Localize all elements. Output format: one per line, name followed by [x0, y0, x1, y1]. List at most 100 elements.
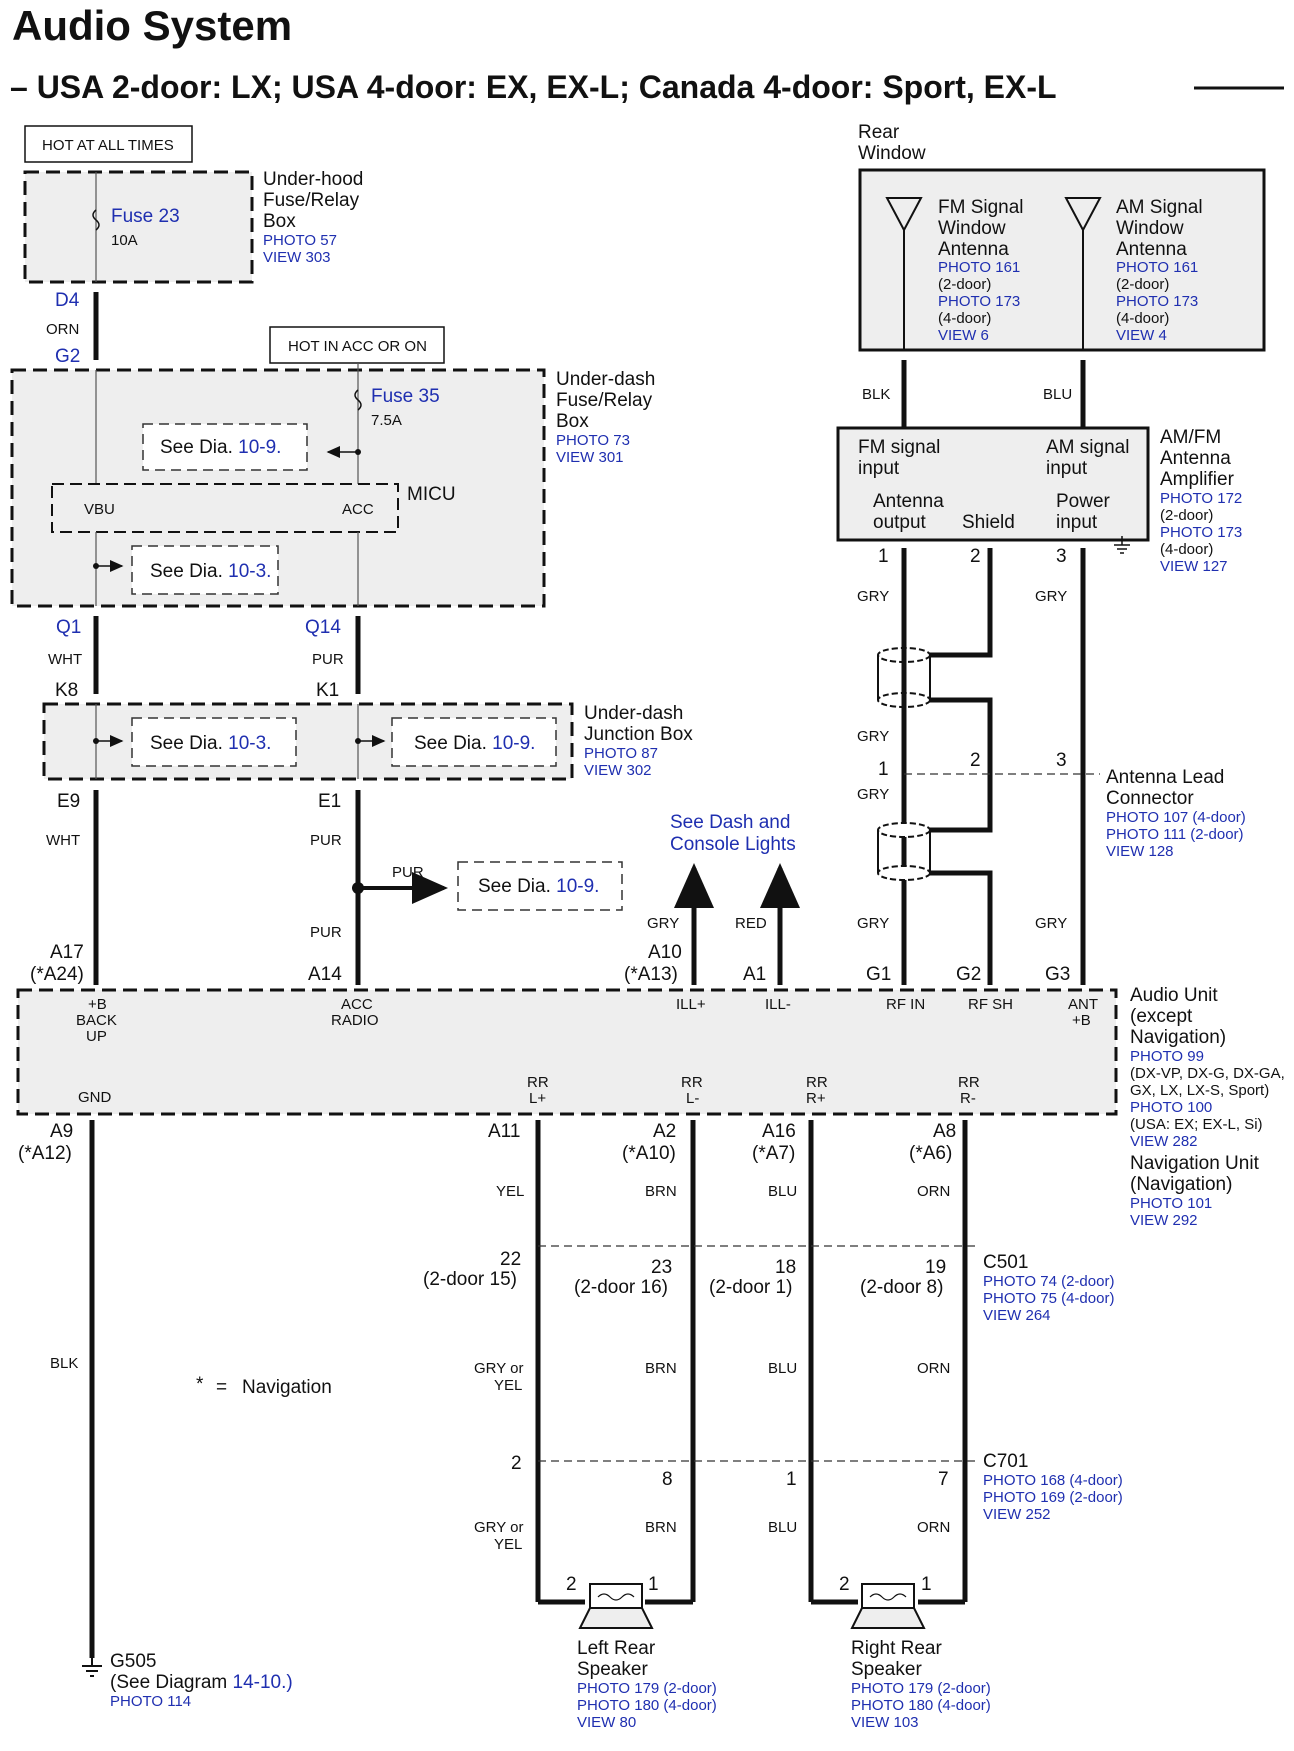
- junction-view[interactable]: VIEW 302: [584, 762, 652, 779]
- pin-al-1: 1: [878, 759, 889, 780]
- am-antenna-name-2: Window: [1116, 218, 1184, 239]
- wire-label-orn-3: ORN: [917, 1519, 950, 1536]
- amp-am-in-1: AM signal: [1046, 437, 1129, 458]
- pin-a9: A9: [50, 1121, 73, 1142]
- wire-label-gry-c: GRY: [857, 915, 889, 932]
- pin-right-speaker-2: 2: [839, 1574, 850, 1595]
- underdash-view[interactable]: VIEW 301: [556, 449, 624, 466]
- right-speaker-ref-1[interactable]: PHOTO 179 (2-door): [851, 1680, 991, 1697]
- antenna-lead-name-2: Connector: [1106, 788, 1194, 809]
- underdash-see-10-9-link[interactable]: 10-9.: [238, 437, 281, 458]
- pin-right-speaker-1: 1: [921, 1574, 932, 1595]
- shield-wire-1: [930, 548, 993, 658]
- right-speaker-name-1: Right Rear: [851, 1638, 942, 1659]
- nav-unit-photo[interactable]: PHOTO 101: [1130, 1195, 1212, 1212]
- underdash-see-10-3-link[interactable]: 10-3.: [228, 561, 271, 582]
- audio-unit-name-3: Navigation): [1130, 1027, 1226, 1048]
- right-speaker-ref-3[interactable]: VIEW 103: [851, 1714, 919, 1731]
- legend-eq: =: [216, 1377, 227, 1398]
- legend-star: *: [196, 1374, 204, 1395]
- term-ant-1: ANT: [1068, 996, 1098, 1013]
- jb-see-10-9-link[interactable]: 10-9.: [492, 733, 535, 754]
- wire-label-gry-ill: GRY: [647, 915, 679, 932]
- dash-lights-link-2[interactable]: Console Lights: [670, 834, 796, 855]
- fuse23-label[interactable]: Fuse 23: [111, 206, 180, 227]
- amp-name-2: Antenna: [1160, 448, 1231, 469]
- wire-label-gry-b: GRY: [857, 786, 889, 803]
- term-rrlp-1: RR: [527, 1074, 549, 1091]
- underhood-view[interactable]: VIEW 303: [263, 249, 331, 266]
- right-speaker-ref-2[interactable]: PHOTO 180 (4-door): [851, 1697, 991, 1714]
- left-speaker-ref-2[interactable]: PHOTO 180 (4-door): [577, 1697, 717, 1714]
- c701-ref-3[interactable]: VIEW 252: [983, 1506, 1051, 1523]
- pin-a24: (*A24): [30, 964, 84, 985]
- pin-g2: G2: [55, 346, 80, 367]
- amp-am-in-2: input: [1046, 458, 1088, 479]
- fm-antenna-name-3: Antenna: [938, 239, 1009, 260]
- c501-ref-3[interactable]: VIEW 264: [983, 1307, 1051, 1324]
- mid-see-10-9-link[interactable]: 10-9.: [556, 876, 599, 897]
- right-speaker-name-2: Speaker: [851, 1659, 922, 1680]
- fm-view[interactable]: VIEW 6: [938, 327, 989, 344]
- fm-photo-161[interactable]: PHOTO 161: [938, 259, 1020, 276]
- amp-name-1: AM/FM: [1160, 427, 1221, 448]
- pin-e1: E1: [318, 791, 341, 812]
- fuse35-rating: 7.5A: [371, 412, 402, 429]
- amp-ant-out-2: output: [873, 512, 927, 533]
- wire-label-wht-1: WHT: [48, 651, 82, 668]
- am-antenna-icon: [1064, 197, 1102, 350]
- amp-view[interactable]: VIEW 127: [1160, 558, 1228, 575]
- dash-lights-link-1[interactable]: See Dash and: [670, 812, 790, 833]
- audio-unit-photo-99[interactable]: PHOTO 99: [1130, 1048, 1204, 1065]
- nav-unit-view[interactable]: VIEW 292: [1130, 1212, 1198, 1229]
- hot-in-acc-box: [269, 326, 445, 364]
- wire-label-gryyel-1a: GRY or: [474, 1360, 523, 1377]
- fuse35-label[interactable]: Fuse 35: [371, 386, 440, 407]
- amp-photo-172[interactable]: PHOTO 172: [1160, 490, 1242, 507]
- pin-a14: A14: [308, 964, 342, 985]
- term-rrln-1: RR: [681, 1074, 703, 1091]
- fuse23-rating: 10A: [111, 232, 138, 249]
- pin-e9: E9: [57, 791, 80, 812]
- junction-name-2: Junction Box: [584, 724, 693, 745]
- c701-ref-1[interactable]: PHOTO 168 (4-door): [983, 1472, 1123, 1489]
- wire-label-orn-1: ORN: [917, 1183, 950, 1200]
- am-photo-161[interactable]: PHOTO 161: [1116, 259, 1198, 276]
- ground-see-link[interactable]: 14-10.): [233, 1672, 293, 1693]
- amp-photo-173[interactable]: PHOTO 173: [1160, 524, 1242, 541]
- wire-label-gryyel-2b: YEL: [494, 1536, 522, 1553]
- left-speaker-ref-1[interactable]: PHOTO 179 (2-door): [577, 1680, 717, 1697]
- junction-photo[interactable]: PHOTO 87: [584, 745, 658, 762]
- page-title: Audio System: [12, 2, 292, 49]
- pin-a8: A8: [933, 1121, 956, 1142]
- antenna-lead-ref-1[interactable]: PHOTO 107 (4-door): [1106, 809, 1246, 826]
- left-speaker-ref-3[interactable]: VIEW 80: [577, 1714, 636, 1731]
- ground-photo[interactable]: PHOTO 114: [110, 1693, 191, 1710]
- c501-ref-1[interactable]: PHOTO 74 (2-door): [983, 1273, 1114, 1290]
- ground-see-diagram: (See Diagram 14-10.): [110, 1672, 293, 1693]
- jb-see-10-3-link[interactable]: 10-3.: [228, 733, 271, 754]
- pin-c501-22-2door: (2-door 15): [423, 1269, 517, 1290]
- audio-unit-view[interactable]: VIEW 282: [1130, 1133, 1198, 1150]
- c501-ref-2[interactable]: PHOTO 75 (4-door): [983, 1290, 1114, 1307]
- fm-photo-173[interactable]: PHOTO 173: [938, 293, 1020, 310]
- pin-k1: K1: [316, 680, 339, 701]
- c701-name: C701: [983, 1451, 1028, 1472]
- underdash-photo[interactable]: PHOTO 73: [556, 432, 630, 449]
- am-view[interactable]: VIEW 4: [1116, 327, 1167, 344]
- am-photo-173[interactable]: PHOTO 173: [1116, 293, 1198, 310]
- antenna-lead-ref-2[interactable]: PHOTO 111 (2-door): [1106, 826, 1244, 843]
- pin-amp-3: 3: [1056, 546, 1067, 567]
- wire-label-brn-3: BRN: [645, 1519, 677, 1536]
- junction-name-1: Under-dash: [584, 703, 683, 724]
- underhood-photo[interactable]: PHOTO 57: [263, 232, 337, 249]
- underhood-name-1: Under-hood: [263, 169, 363, 190]
- antenna-lead-ref-3[interactable]: VIEW 128: [1106, 843, 1174, 860]
- term-rf-in: RF IN: [886, 996, 925, 1013]
- audio-unit-photo-100[interactable]: PHOTO 100: [1130, 1099, 1212, 1116]
- pin-c501-19-2door: (2-door 8): [860, 1277, 943, 1298]
- wire-label-gryyel-2a: GRY or: [474, 1519, 523, 1536]
- ground-icon: [82, 1658, 102, 1677]
- term-rrlp-2: L+: [529, 1090, 546, 1107]
- c701-ref-2[interactable]: PHOTO 169 (2-door): [983, 1489, 1123, 1506]
